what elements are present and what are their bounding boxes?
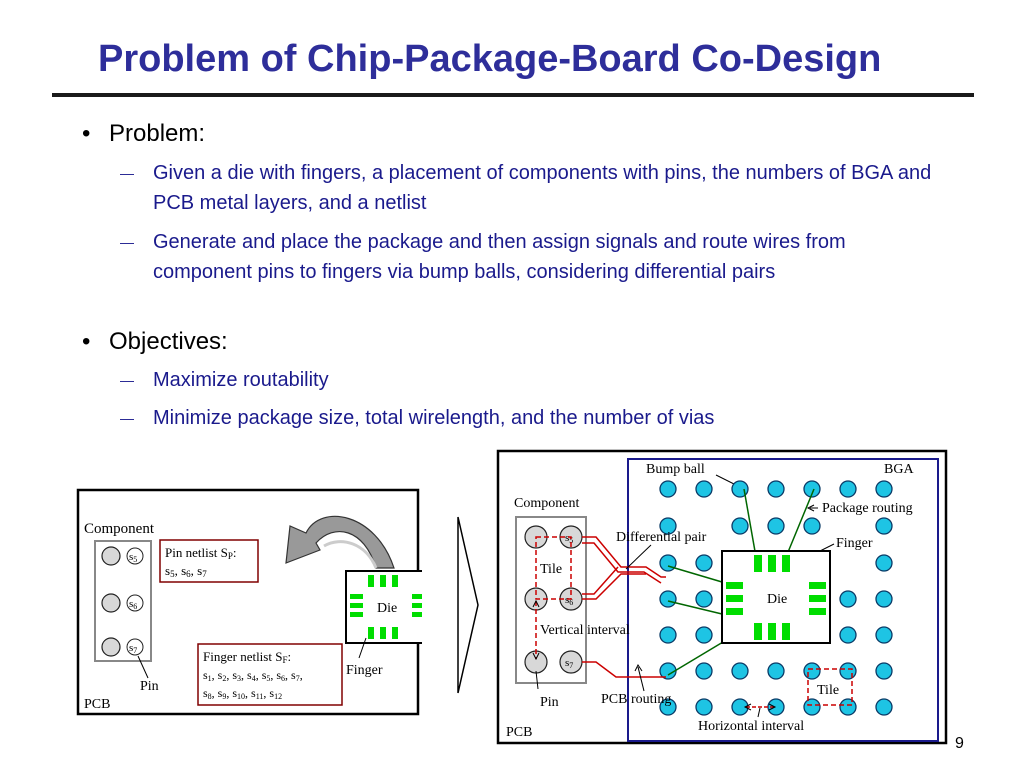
page-number: 9 [955, 735, 964, 752]
bump-ball [839, 662, 857, 680]
right-vertical-interval-label: Vertical interval [540, 623, 630, 638]
bump-ball [731, 517, 749, 535]
bump-ball [875, 626, 893, 644]
right-figure: BGA Bump ball Component s5 s6 s7 Tile Ve… [496, 449, 948, 745]
right-pcb-routing-label: PCB routing [601, 692, 671, 707]
sub-bullet-generate-text: Generate and place the package and then … [153, 231, 846, 283]
bump-ball [695, 554, 713, 572]
left-die-label: Die [377, 601, 397, 616]
bump-ball [839, 480, 857, 498]
right-pin-s5-label: s5 [565, 532, 573, 545]
title-underline [52, 93, 974, 97]
left-figure: Component s5 s6 s7 Pin PCB Pin netlist S… [76, 488, 422, 716]
bump-ball [839, 626, 857, 644]
left-pin-s6 [101, 593, 121, 613]
right-pcb-label: PCB [506, 725, 532, 740]
pin-netlist-title: Pin netlist SP: [165, 545, 237, 561]
finger-netlist-line1: s1, s2, s3, s4, s5, s6, s7, [203, 668, 303, 683]
left-pin-s7 [101, 637, 121, 657]
pin-netlist-values: s5, s6, s7 [165, 563, 207, 579]
bump-ball [659, 517, 677, 535]
right-finger-label: Finger [836, 536, 873, 551]
sub-bullet-generate: — Generate and place the package and the… [120, 227, 943, 287]
right-horizontal-interval-label: Horizontal interval [698, 719, 804, 734]
sub-bullet-minimize-text: Minimize package size, total wirelength,… [153, 407, 715, 429]
left-pin-s7-label: s7 [129, 642, 137, 655]
bump-ball [659, 698, 677, 716]
component-tile [535, 536, 572, 600]
left-pin-s5-label: s5 [129, 551, 137, 564]
right-differential-pair-label: Differential pair [616, 530, 707, 545]
left-pin-label: Pin [140, 679, 159, 694]
sub-bullet-dash: — [120, 234, 134, 250]
bump-ball [875, 517, 893, 535]
sub-bullet-given-text: Given a die with fingers, a placement of… [153, 162, 932, 214]
bump-ball [875, 662, 893, 680]
bump-ball [695, 698, 713, 716]
bullet-objectives: • Objectives: [82, 328, 228, 356]
bullet-dot: • [82, 328, 91, 355]
slide-title: Problem of Chip-Package-Board Co-Design [98, 38, 882, 80]
curved-arrow [285, 515, 395, 569]
sub-bullet-maximize-text: Maximize routability [153, 369, 329, 391]
bump-ball [695, 480, 713, 498]
sub-bullet-minimize: — Minimize package size, total wirelengt… [120, 403, 943, 433]
right-bump-ball-label: Bump ball [646, 462, 705, 477]
bullet-dot: • [82, 120, 91, 147]
bump-ball [659, 590, 677, 608]
sub-bullet-dash: — [120, 410, 134, 426]
right-package-routing-label: Package routing [822, 501, 913, 516]
right-die-label: Die [767, 592, 787, 607]
bump-ball [695, 590, 713, 608]
sub-bullet-dash: — [120, 372, 134, 388]
right-tile-label: Tile [540, 562, 562, 577]
bump-ball [767, 480, 785, 498]
bga-region [627, 458, 939, 742]
bump-ball [695, 626, 713, 644]
bump-ball [695, 662, 713, 680]
bump-ball [659, 554, 677, 572]
left-pin-s5 [101, 546, 121, 566]
bullet-problem: • Problem: [82, 120, 206, 148]
bump-ball [659, 480, 677, 498]
bump-ball [839, 698, 857, 716]
bump-ball [875, 698, 893, 716]
left-pcb-label: PCB [84, 697, 110, 712]
right-pin-label: Pin [540, 695, 559, 710]
right-tile-label-2: Tile [817, 683, 839, 698]
pin-netlist-box [159, 539, 259, 583]
left-component-label: Component [84, 521, 155, 537]
bullet-objectives-label: Objectives: [109, 328, 228, 355]
right-component-label: Component [514, 496, 579, 511]
left-pin-s6-label: s6 [129, 598, 137, 611]
bump-ball [875, 590, 893, 608]
sub-bullet-dash: — [120, 165, 134, 181]
bump-ball [839, 590, 857, 608]
right-pin-3 [524, 650, 548, 674]
bump-ball [803, 662, 821, 680]
finger-netlist-box [197, 643, 343, 706]
bump-ball [803, 480, 821, 498]
finger-netlist-title: Finger netlist SF: [203, 649, 291, 665]
bump-ball [875, 480, 893, 498]
bump-ball [803, 517, 821, 535]
right-bga-label: BGA [884, 462, 914, 477]
bump-ball [767, 662, 785, 680]
bump-ball [731, 662, 749, 680]
bullet-problem-label: Problem: [109, 120, 206, 147]
sub-bullet-given: — Given a die with fingers, a placement … [120, 158, 943, 218]
right-pin-s7-label: s7 [565, 657, 573, 670]
bump-ball [659, 626, 677, 644]
bump-ball [803, 698, 821, 716]
left-finger-label: Finger [346, 663, 383, 678]
bump-ball [767, 517, 785, 535]
bump-ball [875, 554, 893, 572]
right-pin-s6-label: s6 [565, 594, 573, 607]
transform-arrow [457, 516, 479, 694]
sub-bullet-maximize: — Maximize routability [120, 365, 943, 395]
